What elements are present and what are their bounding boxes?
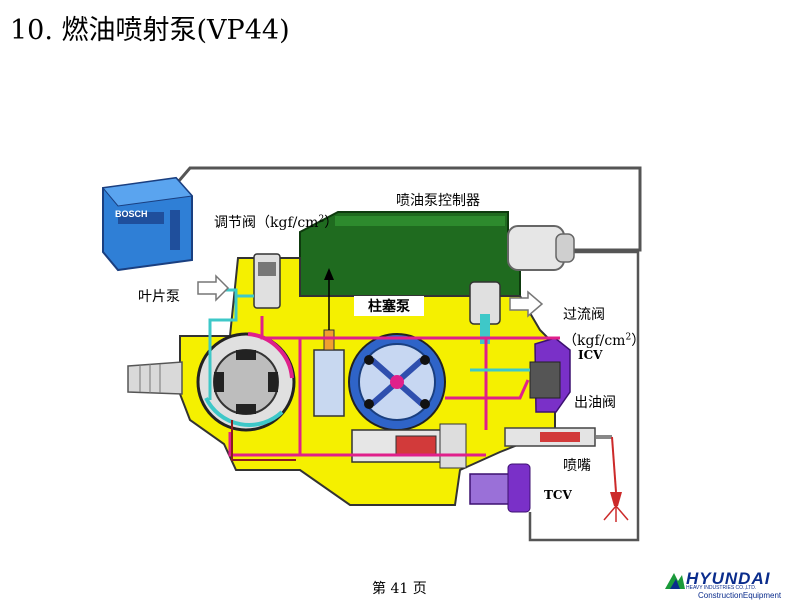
tcv-actuator <box>469 463 531 513</box>
control-valve-close: ） <box>324 215 339 231</box>
page-prefix: 第 <box>372 581 386 597</box>
hyundai-logo-mark-icon <box>665 573 685 589</box>
outlet-valve-assembly <box>529 337 571 413</box>
overflow-valve <box>469 281 501 344</box>
page-number-value: 41 <box>390 581 409 597</box>
harness-wire <box>176 166 642 252</box>
control-valve-unit-sup: 2 <box>318 214 325 225</box>
hyundai-logo: HYUNDAI HEAVY INDUSTRIES CO.,LTD. Constr… <box>664 569 796 600</box>
vane-pump <box>196 332 296 432</box>
overflow-valve-label: 过流阀 <box>563 307 605 323</box>
plunger-pump-label: 柱塞泵 <box>354 296 424 316</box>
vane-pump-label: 叶片泵 <box>138 289 180 305</box>
injector-nozzle <box>504 427 629 522</box>
page-number: 第 41 页 <box>372 578 427 598</box>
control-valve-label: 调节阀（kgf/cm2） <box>214 212 338 232</box>
fuel-inlet-arrow <box>197 274 230 302</box>
drive-shaft <box>127 361 183 395</box>
fuel-overflow-arrow <box>509 290 544 318</box>
logo-name: HYUNDAI <box>686 569 771 588</box>
page-suffix: 页 <box>412 581 427 597</box>
ecu-brand: BOSCH <box>115 209 148 219</box>
solenoid-valve <box>351 423 467 469</box>
nozzle-label: 喷嘴 <box>563 458 591 474</box>
timer-piston <box>313 268 345 417</box>
overflow-unit-sup: 2 <box>625 332 632 343</box>
leak-line <box>231 420 296 461</box>
pump-controller-label: 喷油泵控制器 <box>396 193 480 209</box>
tcv-label: TCV <box>544 488 572 502</box>
logo-subtitle: HEAVY INDUSTRIES CO.,LTD. <box>686 585 757 591</box>
logo-division: ConstructionEquipment <box>698 591 782 600</box>
overflow-unit-close: ） <box>631 333 646 349</box>
return-wire <box>528 250 640 542</box>
icv-label: ICV <box>578 348 603 362</box>
electrical-connector <box>507 225 575 271</box>
plunger-pump-rotor <box>348 333 446 431</box>
control-valve <box>253 253 281 309</box>
bosch-ecu <box>102 176 193 272</box>
internal-feed-line <box>228 432 300 457</box>
overflow-unit-text: （kgf/cm <box>563 333 626 349</box>
slide-title: 10. 燃油喷射泵(VP44) <box>10 15 290 46</box>
overflow-unit-label: （kgf/cm2） <box>563 330 645 350</box>
control-valve-text: 调节阀（kgf/cm <box>214 215 319 231</box>
outlet-valve-label: 出油阀 <box>574 395 616 411</box>
